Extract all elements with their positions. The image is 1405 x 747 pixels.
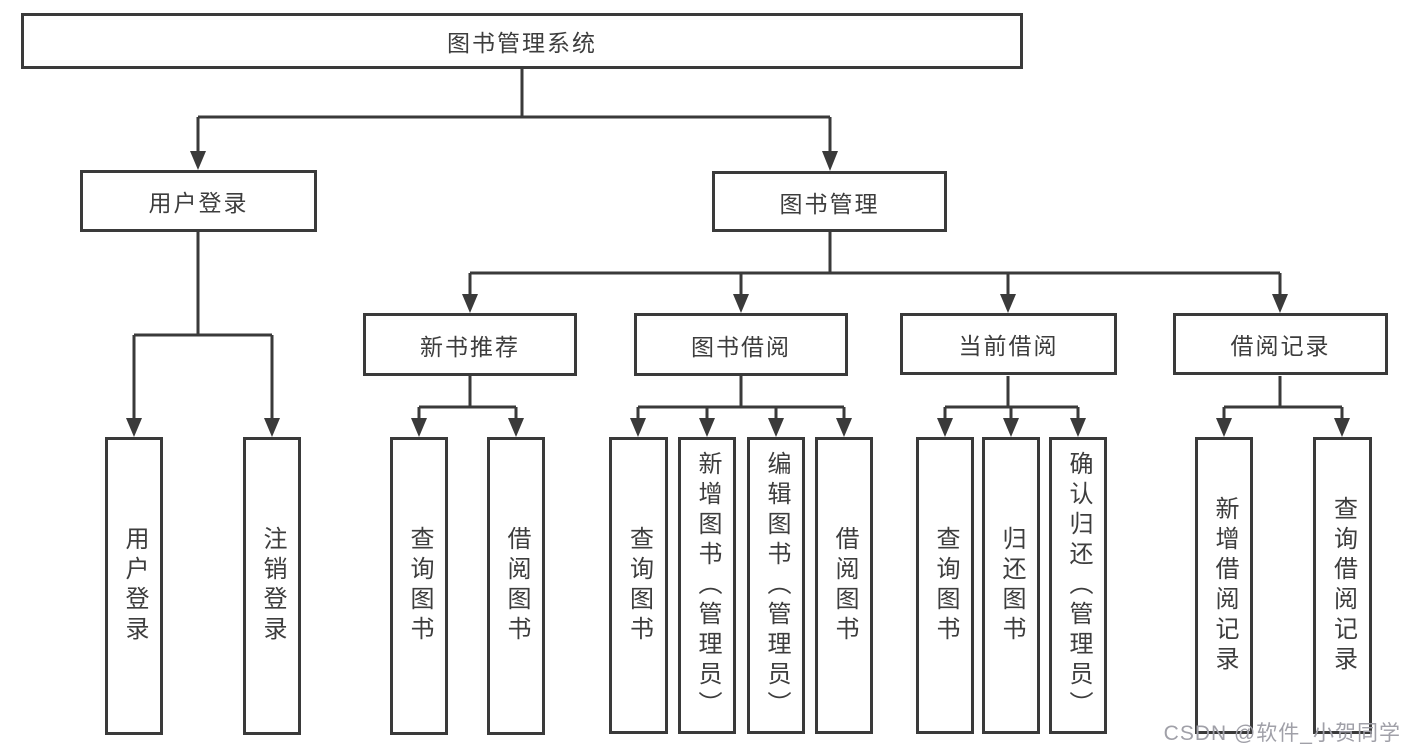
arrowhead-icon xyxy=(733,294,749,313)
csdn-watermark: CSDN @软件_小贺同学 xyxy=(1163,722,1401,745)
arrowhead-icon xyxy=(126,418,142,437)
leaf-current-query-books: 查询图书 xyxy=(916,437,974,734)
leaf-records-query-record: 查询借阅记录 xyxy=(1313,437,1372,734)
node-label: 图书管理 xyxy=(779,190,880,217)
node-root-library-system: 图书管理系统 xyxy=(21,13,1023,69)
connector-lines xyxy=(132,69,1344,420)
arrowhead-icon xyxy=(630,418,646,437)
node-current-borrowing: 当前借阅 xyxy=(900,313,1117,375)
arrowhead-icon xyxy=(264,418,280,437)
leaf-records-add-record: 新增借阅记录 xyxy=(1195,437,1253,734)
node-label: 编辑图书（管理员） xyxy=(763,450,790,721)
leaf-current-return-books: 归还图书 xyxy=(982,437,1040,734)
arrowhead-icon xyxy=(1334,418,1350,437)
arrowhead-icon xyxy=(1070,418,1086,437)
node-label: 图书借阅 xyxy=(691,333,791,360)
node-label: 确认归还（管理员） xyxy=(1065,450,1092,721)
node-label: 用户登录 xyxy=(121,526,148,646)
node-label: 用户登录 xyxy=(148,190,249,216)
node-label: 注销登录 xyxy=(259,526,286,646)
arrowhead-icon xyxy=(1216,418,1232,437)
node-book-management: 图书管理 xyxy=(712,171,947,232)
leaf-borrow-borrow-books: 借阅图书 xyxy=(815,437,873,734)
leaf-borrow-query-books: 查询图书 xyxy=(609,437,668,734)
leaf-logout: 注销登录 xyxy=(243,437,301,735)
leaf-recommend-query-books: 查询图书 xyxy=(390,437,448,735)
node-user-login: 用户登录 xyxy=(80,170,317,232)
node-label: 查询借阅记录 xyxy=(1329,495,1357,676)
node-label: 查询图书 xyxy=(932,525,959,646)
arrowhead-icon xyxy=(822,151,838,171)
arrowhead-icon xyxy=(508,418,524,437)
arrowhead-icon xyxy=(768,418,784,437)
node-label: 查询图书 xyxy=(406,526,433,646)
leaf-borrow-edit-books-admin: 编辑图书（管理员） xyxy=(747,437,805,734)
node-new-book-recommendation: 新书推荐 xyxy=(363,313,577,376)
node-label: 借阅图书 xyxy=(503,526,530,646)
arrowhead-icon xyxy=(462,294,478,313)
node-label: 新书推荐 xyxy=(420,333,520,360)
arrowhead-icon xyxy=(1000,294,1016,313)
leaf-user-login: 用户登录 xyxy=(105,437,163,735)
node-label: 图书管理系统 xyxy=(447,30,597,56)
node-label: 当前借阅 xyxy=(958,333,1059,359)
leaf-current-confirm-return-admin: 确认归还（管理员） xyxy=(1049,437,1107,734)
node-label: 归还图书 xyxy=(998,525,1025,646)
arrowhead-icon xyxy=(836,418,852,437)
arrowhead-icon xyxy=(190,151,206,170)
node-book-borrowing: 图书借阅 xyxy=(634,313,848,376)
node-label: 借阅图书 xyxy=(831,525,858,646)
arrowhead-icon xyxy=(1003,418,1019,437)
leaf-borrow-add-books-admin: 新增图书（管理员） xyxy=(678,437,736,734)
node-label: 借阅记录 xyxy=(1230,333,1331,359)
node-label: 新增借阅记录 xyxy=(1211,495,1238,676)
arrowhead-icon xyxy=(937,418,953,437)
arrowhead-icon xyxy=(699,418,715,437)
arrowhead-icon xyxy=(1272,294,1288,313)
node-label: 新增图书（管理员） xyxy=(694,450,721,721)
arrowhead-icon xyxy=(411,418,427,437)
node-label: 查询图书 xyxy=(625,525,653,646)
node-borrowing-records: 借阅记录 xyxy=(1173,313,1388,375)
leaf-recommend-borrow-books: 借阅图书 xyxy=(487,437,545,735)
